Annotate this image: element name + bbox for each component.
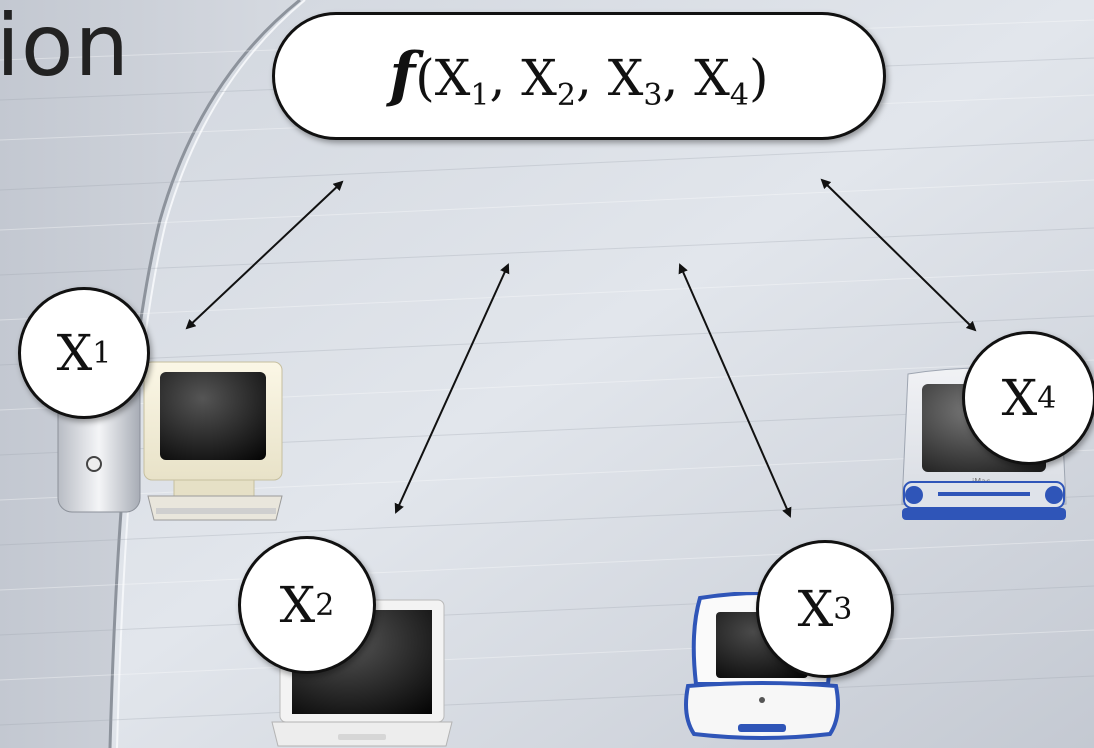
function-arg-3: X3: [607, 48, 663, 113]
function-box: f(X1, X2, X3, X4): [272, 12, 886, 140]
function-open-paren: (: [415, 48, 435, 107]
function-arg-1: X1: [434, 48, 490, 113]
function-arg-4: X4: [694, 48, 749, 113]
function-close-paren: ): [749, 48, 769, 107]
function-expression: f(X1, X2, X3, X4): [389, 39, 769, 113]
title-fragment: ion: [0, 0, 131, 96]
function-symbol: f: [389, 39, 416, 110]
function-arg-2: X2: [521, 48, 576, 113]
